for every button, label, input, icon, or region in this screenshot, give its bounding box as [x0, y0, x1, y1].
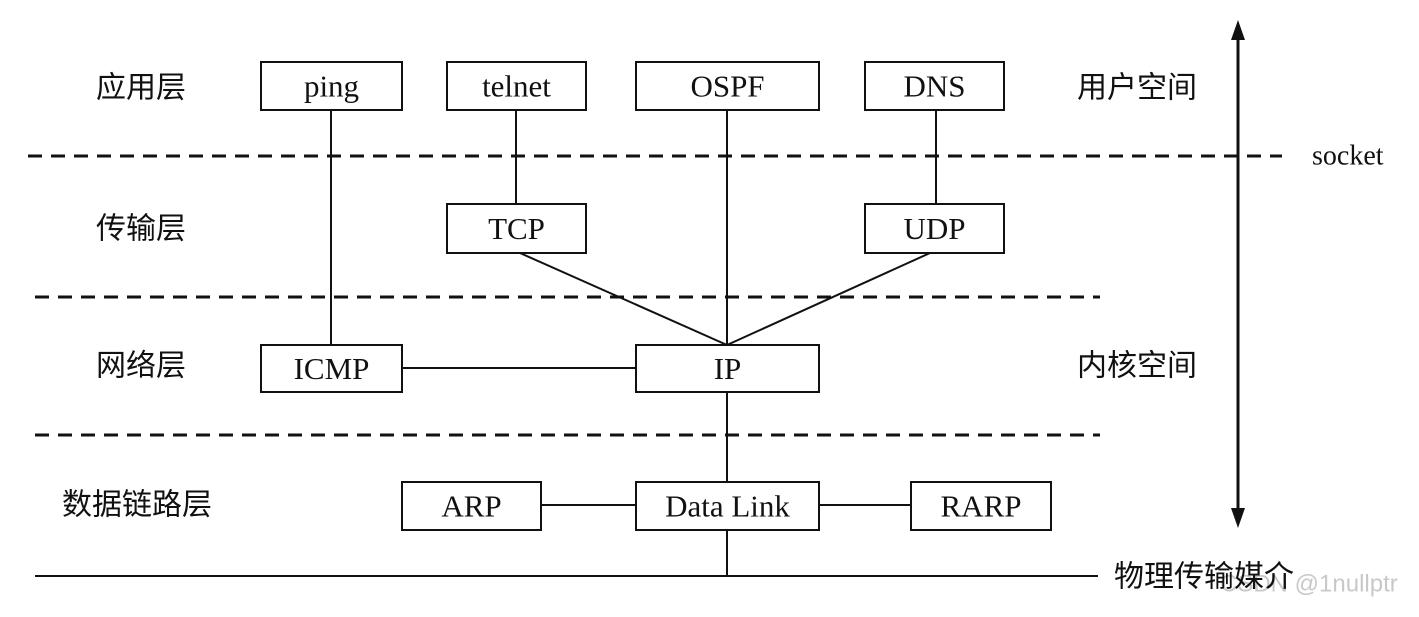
ip-node: IP	[635, 344, 820, 393]
icmp-label: ICMP	[294, 351, 370, 386]
physical-medium-label: 物理传输媒介	[1114, 560, 1294, 595]
datalink-node: Data Link	[635, 481, 820, 531]
tcp-label: TCP	[488, 211, 545, 246]
ospf-node: OSPF	[635, 61, 820, 111]
application-layer-label: 应用层	[96, 71, 186, 106]
arrow-down-icon	[1231, 508, 1245, 528]
arrow-up-icon	[1231, 20, 1245, 40]
datalink-label: Data Link	[665, 489, 790, 524]
tcp-ip-link	[519, 252, 728, 346]
ip-label: IP	[714, 351, 742, 386]
icmp-node: ICMP	[260, 344, 403, 393]
rarp-node: RARP	[910, 481, 1052, 531]
arp-label: ARP	[441, 489, 501, 524]
ping-node: ping	[260, 61, 403, 111]
socket-label: socket	[1312, 141, 1384, 172]
telnet-label: telnet	[482, 69, 551, 104]
network-layer-label: 网络层	[96, 349, 186, 384]
dns-node: DNS	[864, 61, 1005, 111]
kernel-space-label: 内核空间	[1077, 349, 1197, 384]
watermark: CSDN @1nullptr	[1220, 571, 1398, 598]
udp-label: UDP	[903, 211, 965, 246]
user-space-label: 用户空间	[1077, 71, 1197, 106]
datalink-layer-label: 数据链路层	[62, 488, 212, 523]
ping-label: ping	[304, 69, 359, 104]
arp-node: ARP	[401, 481, 542, 531]
telnet-node: telnet	[446, 61, 587, 111]
rarp-label: RARP	[941, 489, 1022, 524]
tcp-node: TCP	[446, 203, 587, 254]
transport-layer-label: 传输层	[96, 212, 186, 247]
dns-label: DNS	[903, 69, 965, 104]
udp-ip-link	[726, 252, 931, 346]
ospf-label: OSPF	[690, 69, 764, 104]
udp-node: UDP	[864, 203, 1005, 254]
